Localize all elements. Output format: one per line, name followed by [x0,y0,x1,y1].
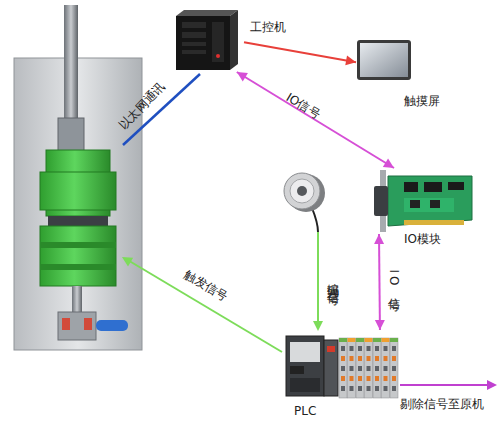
arrow-head [375,320,385,330]
encoder-part [290,179,314,203]
sorting-device-part [72,286,82,314]
sorting-device-part [58,312,96,340]
trigger-line-part [126,259,282,352]
encoder-part [312,208,318,232]
encoder-line-part [313,321,323,331]
device-label: 工控机 [250,20,286,34]
sorting-device-part [40,264,116,270]
device-node: 触摸屏 [356,38,412,82]
encoder [284,173,325,232]
edge-label: IO信号 [284,90,323,121]
device-icon [282,330,400,400]
device-icon [172,6,244,72]
device-node: 工控机 [172,6,244,72]
signal-label: 以太网通讯 [116,79,168,132]
trigger-line [122,257,282,352]
signal-label: 剔除信号至原机 [400,397,484,411]
device-label: 触摸屏 [404,94,440,108]
arrow-head [345,56,356,66]
sorting-device-part [40,226,116,286]
encoder-part [284,173,320,209]
reject-line-part [400,384,490,386]
signal-label: 触发信号 [182,267,231,304]
signal-connector [378,234,381,330]
signal-connector [244,42,356,62]
sorting-device-part [58,118,84,152]
reject-line-part [487,380,497,390]
signal-connector [237,72,394,168]
device-node: PLC [282,330,400,400]
sorting-device-part [40,172,116,210]
sorting-device-part [96,320,128,331]
sorting-device-part [84,318,92,330]
arrow-head [383,159,394,168]
reject-line [400,380,497,390]
encoder-line-part [317,232,319,324]
trigger-line-part [122,257,133,266]
sorting-device [14,5,142,350]
device-label: IO模块 [404,232,441,246]
sorting-device-part [40,242,116,248]
edge-label: IO信号 [386,270,400,295]
device-icon [374,168,474,234]
encoder-line [313,232,323,331]
arrow-head [237,72,248,81]
device-icon [356,38,412,82]
device-label: PLC [294,404,316,418]
arrow-head [374,234,384,244]
sorting-device-part [62,318,70,330]
encoder-part [297,186,307,196]
sorting-device-part [48,216,108,226]
device-node: IO模块 [374,168,474,234]
signal-label: 编码器信号 [326,273,340,288]
